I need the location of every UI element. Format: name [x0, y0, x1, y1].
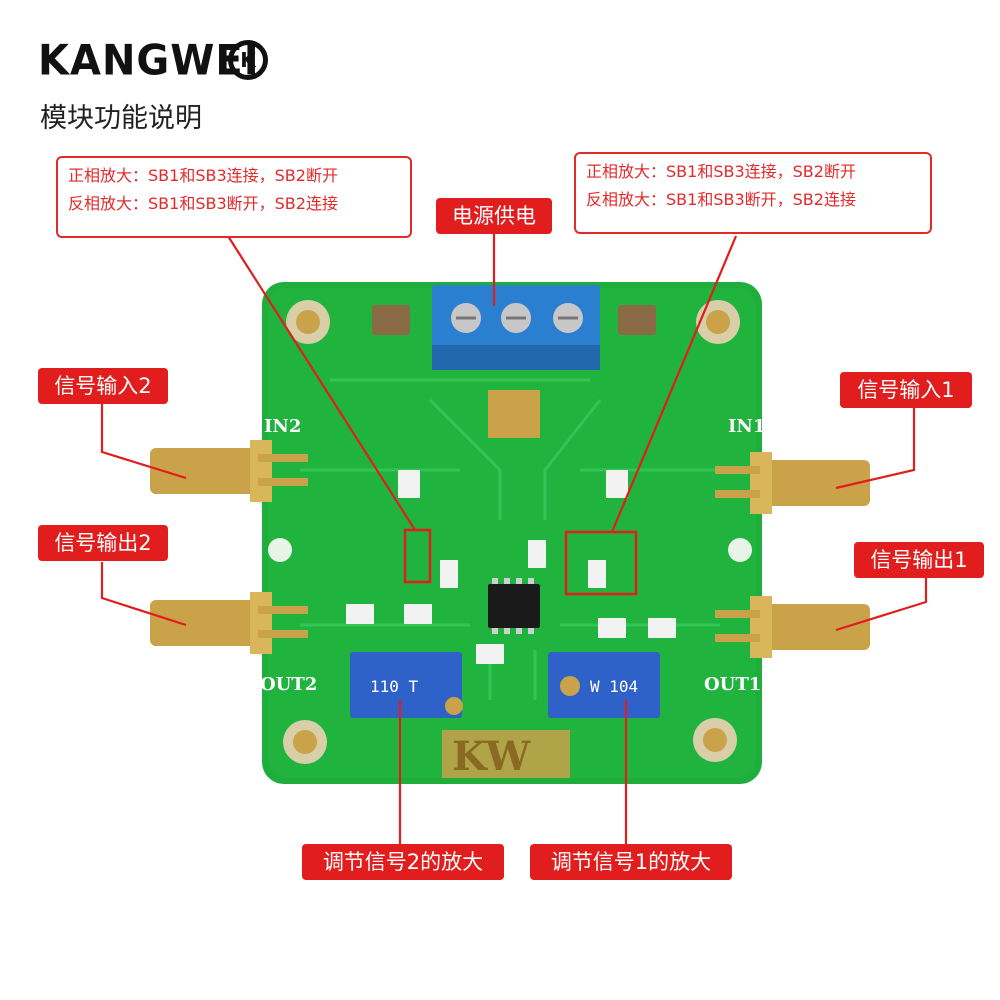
sma-connector-in2 — [150, 440, 308, 502]
brand-logo: K — [228, 40, 268, 80]
sma-connector-out1 — [715, 596, 870, 658]
brand-name: KANGWEI — [38, 36, 260, 86]
power-terminal — [432, 285, 600, 370]
pot-left-mark: 110 T — [370, 677, 419, 696]
note-right-line2: 反相放大：SB1和SB3断开，SB2连接 — [586, 190, 856, 209]
label-adj2: 调节信号2的放大 — [302, 844, 504, 880]
silk-out2: OUT2 — [260, 674, 317, 695]
label-power: 电源供电 — [436, 198, 552, 234]
leader-lines — [100, 232, 928, 846]
silk-in1: IN1 — [728, 416, 765, 437]
pcb-logo-pad — [488, 390, 540, 438]
potentiometer-left — [350, 652, 463, 718]
potentiometer-right — [548, 652, 660, 718]
label-adj1: 调节信号1的放大 — [530, 844, 732, 880]
note-right-line1: 正相放大：SB1和SB3连接，SB2断开 — [586, 162, 856, 181]
note-box-right: 正相放大：SB1和SB3连接，SB2断开 反相放大：SB1和SB3断开，SB2连… — [574, 152, 932, 234]
pot-right-mark: W 104 — [590, 677, 638, 696]
capacitor-c1 — [372, 305, 410, 335]
kw-gold-pad — [442, 730, 570, 778]
highlight-sb-left — [403, 528, 432, 584]
pcb-traces — [300, 378, 720, 700]
label-out2: 信号输出2 — [38, 525, 168, 561]
label-out1: 信号输出1 — [854, 542, 984, 578]
highlight-sb-right — [564, 530, 638, 596]
label-in2: 信号输入2 — [38, 368, 168, 404]
smd-components — [346, 470, 676, 664]
capacitor-c2 — [618, 305, 656, 335]
silk-in2: IN2 — [264, 416, 301, 437]
silk-out1: OUT1 — [704, 674, 761, 695]
sma-connector-out2 — [150, 592, 308, 654]
sma-connector-in1 — [715, 452, 870, 514]
note-left-line2: 反相放大：SB1和SB3断开，SB2连接 — [68, 194, 338, 213]
mounting-posts — [268, 300, 752, 764]
page-subtitle: 模块功能说明 — [40, 103, 202, 134]
op-amp-chip — [488, 584, 540, 628]
label-in1: 信号输入1 — [840, 372, 972, 408]
note-left-line1: 正相放大：SB1和SB3连接，SB2断开 — [68, 166, 338, 185]
silk-kw: KW — [452, 733, 531, 780]
note-box-left: 正相放大：SB1和SB3连接，SB2断开 反相放大：SB1和SB3断开，SB2连… — [56, 156, 412, 238]
